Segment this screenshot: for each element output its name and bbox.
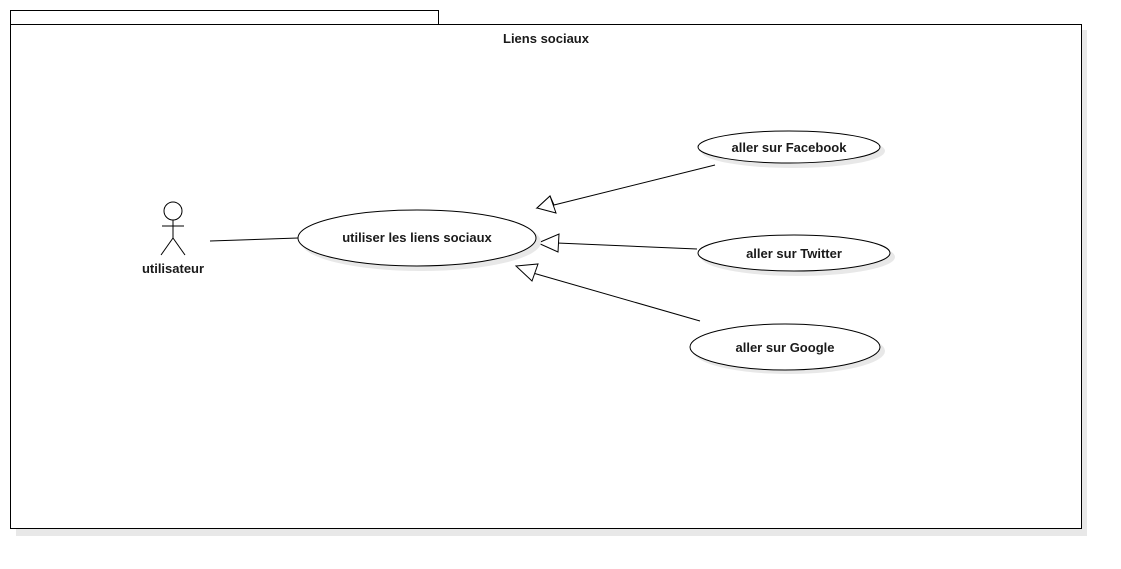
use-case-facebook[interactable]: aller sur Facebook [697,130,885,168]
actor-right-leg [172,237,186,256]
association-line [209,237,299,242]
actor-utilisateur[interactable]: utilisateur [142,201,204,276]
arrowhead-google [514,263,539,282]
actor-left-leg [160,237,174,256]
use-case-twitter[interactable]: aller sur Twitter [697,234,895,276]
use-case-google-ellipse [689,323,881,371]
arrowhead-twitter [536,233,560,253]
use-case-main-label: utiliser les liens sociaux [342,230,492,245]
actor-label: utilisateur [142,261,204,276]
generalization-twitter [536,233,698,253]
actor-head [163,201,183,221]
generalization-google [514,263,701,322]
package-tab [10,10,439,25]
use-case-facebook-label: aller sur Facebook [732,140,848,155]
use-case-twitter-ellipse [697,234,891,272]
generalization-facebook [535,164,716,214]
use-case-google-label: aller sur Google [736,340,835,355]
use-case-twitter-label: aller sur Twitter [746,246,842,261]
use-case-facebook-ellipse [697,130,881,164]
use-case-main[interactable]: utiliser les liens sociaux [297,209,541,271]
package-frame: Liens sociaux [10,10,1087,536]
use-case-main-ellipse [297,209,537,267]
package-title: Liens sociaux [503,31,590,46]
use-case-google[interactable]: aller sur Google [689,323,885,374]
